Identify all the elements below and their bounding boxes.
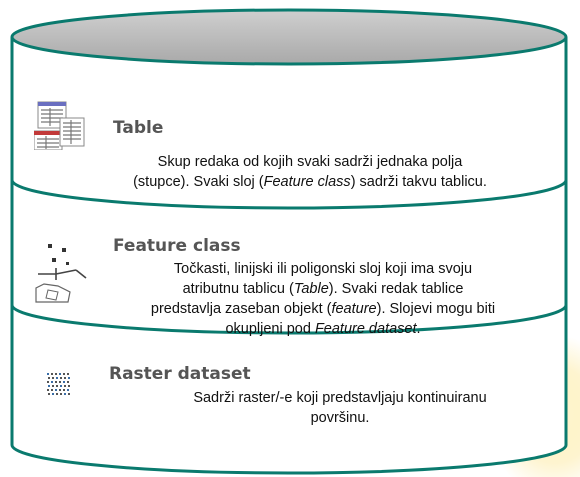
description-line: Skup redaka od kojih svaki sadrži jednak… (157, 154, 463, 170)
table-icon (34, 101, 85, 150)
description-line: (stupce). Svaki sloj (Feature class) sad… (133, 174, 487, 190)
divider-1 (10, 179, 568, 210)
divider-2 (10, 304, 568, 335)
layer-title: Table (113, 118, 164, 138)
description-line: površinu. (310, 410, 370, 426)
description-line: Točkasti, linijski ili poligonski sloj k… (173, 261, 473, 277)
layer-title: Feature class (113, 236, 241, 256)
layer-title: Raster dataset (109, 364, 251, 384)
cylinder-body (10, 37, 568, 475)
raster-dataset-icon (47, 373, 70, 395)
layer-description: Skup redaka od kojih svaki sadrži jednak… (100, 152, 520, 192)
cylinder-top (10, 8, 568, 66)
description-line: predstavlja zaseban objekt (feature). Sl… (150, 301, 496, 317)
description-line: Sadrži raster/-e koji predstavljaju kont… (193, 390, 487, 406)
layer-description: Sadrži raster/-e koji predstavljaju kont… (130, 388, 550, 428)
description-line: okupljeni pod Feature dataset. (225, 321, 421, 337)
feature-class-icon (35, 244, 87, 303)
description-line: atributnu tablicu (Table). Svaki redak t… (182, 281, 464, 297)
layer-description: Točkasti, linijski ili poligonski sloj k… (113, 259, 533, 339)
